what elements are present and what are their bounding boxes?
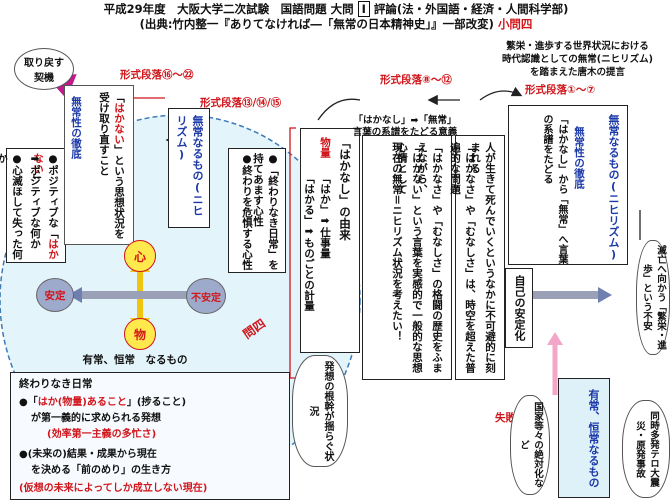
text-endless-daily: ●「終わりなき日常」を持てあます心性 [252, 153, 279, 270]
box-mujo-right: 無常なるもの(ニヒリズム) 「はかなし」から「無常」へ言葉の系譜をたどる 無常性… [508, 105, 628, 265]
bubble-recover-opportunity: 取り戻す 契機 [14, 48, 74, 90]
text-mae-nomeri: を決める「前のめり」の生き方 [31, 465, 171, 476]
box-universal-problem: 「はかなさ」や「むなしさ」の格闘の歴史をふまえながら、 「はかない」という言葉を… [362, 135, 452, 380]
text-mujo-teitei-left: 無常性の徹底 [70, 96, 82, 159]
box-yujo-right: 有常、恒常なるもの [558, 378, 610, 498]
note-kotoba-keifu: 「はかなし」➡「無常」 言葉の系譜をたどる意義 [352, 115, 458, 138]
text-hakanashi-origin: 「はかなし」の由来 [338, 137, 352, 241]
text-yujo-right: 有常、恒常なるもの [587, 389, 600, 488]
text-shaken-root: 発想の根幹が揺らぐ状況 [307, 361, 333, 461]
text-yujo-left: 有常、恒常 なるもの [82, 354, 188, 366]
text-future-result: ●(未来の)結果・成果から現在 [19, 449, 157, 460]
box-mujo-naru-left: 無常なるもの(ニヒリズム) [168, 108, 210, 228]
text-efficiency: (効率第一主義の多忙さ) [47, 429, 157, 440]
section-label-13-15: 形式段落⑬/⑭/⑮ [200, 97, 282, 109]
bubble-shaken-root: 発想の根幹が揺らぐ状況 [292, 355, 348, 467]
box-inevitable-life: 人が生きて死んでいくというなかに不可避的に刻まれる 「はかなさ」や「むなしさ」は… [449, 135, 505, 380]
text-mujo-naru-left: 無常なるもの(ニヒリズム) [175, 115, 204, 216]
subquestion-label: 小問四 [497, 17, 533, 31]
text-mujo-teitei-right: 無常性の徹底 [573, 126, 585, 189]
title-line-2: (出典:竹内整一『ありてなければ―「無常の日本精神史」』一部改変) 小問四 [0, 17, 672, 31]
box-hakanashi-origin: 「はかなし」の由来 物量 「はか」➡仕事量 「はかる」➡ものごとの計量 [300, 128, 360, 353]
text-kotoba-keifu-right: 「はかなし」から「無常」へ言葉の系譜をたどる [541, 114, 567, 264]
text-life-death: 人が生きて死んでいくというなかに不可避的に刻まれる [469, 142, 496, 373]
bubble-nation-absolutize: 国家等々の絶対化など [510, 395, 550, 495]
bubble-disasters: 同時多発テロ大震災・原発事故 [622, 400, 670, 498]
bubble-anxiety: 滅亡へ向かう「繁栄・進歩」という不安 [636, 240, 670, 355]
box-receive-again: 「はかない」という思想状況を受け取り直すこと 無常性の徹底 [64, 85, 134, 245]
text-anxiety: 滅亡へ向かう「繁栄・進歩」という不安 [641, 245, 666, 350]
section-label-1-7: 形式段落①～⑦ [525, 84, 596, 96]
text-first-priority: が第一義的に求められる発想 [31, 413, 161, 424]
circle-kokoro: 心 [124, 240, 156, 272]
text-self-stabilize: 自己の安定化 [513, 275, 526, 341]
box-positive-hakanai: ●ポジティブな「はかない」 ➡ポジティブな何か ●心滅ほして失った何か [0, 148, 66, 263]
text-keiryo: 「はかる」➡ものごとの計量 [303, 173, 315, 311]
text-hakanai-word: 「はかない」という言葉を実感的で一般的な思想心情として [396, 142, 423, 373]
box-endless-daily: ●「終わりなき日常」を持てあます心性 ●終わりを危惧する心性 [228, 148, 286, 273]
text-disasters: 同時多発テロ大震災・原発事故 [634, 411, 659, 487]
note-karaki-proposal: 繁栄・進歩する世界状況における 時代認識としての無常(ニヒリズム) を踏まえた唐… [502, 41, 653, 78]
title-line-1: 平成29年度 大阪大学二次試験 国語問題 大問 Ⅰ 評論(法・外国語・経済・人間… [0, 1, 672, 17]
source-text: (出典:竹内整一『ありてなければ―「無常の日本精神史」』一部改変) [139, 17, 494, 31]
text-haka-line: ●「はか(物量)あること」(捗ること) [19, 397, 187, 408]
text-shigoto: 「はか」➡仕事量 [319, 173, 331, 259]
title-subject: 評論(法・外国語・経済・人間科学部) [373, 2, 569, 16]
section-label-8-12: 形式段落⑧～⑫ [380, 74, 452, 86]
text-virtual-future: (仮想の未来によってしか成立しない現在) [19, 483, 208, 494]
text-positive-hakanai: ●ポジティブな「はかない」 [32, 153, 59, 260]
circle-fuantei: 不安定 [186, 278, 226, 314]
text-butsuryo: 物量 [319, 137, 331, 158]
text-timeless: 「はかなさ」や「むなしさ」は、時空を超えた普遍的な問題 [449, 142, 476, 373]
text-positive-something: ➡ポジティブな何か [29, 153, 41, 249]
section-label-16-22: 形式段落⑯～㉒ [120, 69, 194, 81]
text-mujo-naru-right: 無常なるもの(ニヒリズム) [607, 114, 620, 261]
text-nation-absolutize: 国家等々の絶対化など [518, 402, 543, 488]
box-endless-explanation: 終わりなき日常 ●「はか(物量)あること」(捗ること) が第一義的に求められる発… [10, 372, 290, 500]
circle-antei: 安定 [36, 278, 74, 312]
text-current-nihilism: 現在の無常＝ニヒリズム状況を考えたい！ [391, 142, 403, 342]
text-owarinaki: 終わりなき日常 [19, 378, 93, 390]
box-self-stabilize: 自己の安定化 [505, 268, 533, 348]
title-text: 平成29年度 大阪大学二次試験 国語問題 大問 [103, 2, 354, 16]
question-number-box: Ⅰ [357, 1, 370, 17]
text-fear-end: ●終わりを危惧する心性 [241, 153, 253, 270]
circle-mono: 物 [124, 318, 156, 350]
text-lost-something: ●心滅ほして失った何か [0, 153, 23, 260]
text-receive-again: 「はかない」という思想状況を受け取り直すこと [98, 92, 125, 239]
text-inevitable: 「はかなさ」や「むなしさ」の格闘の歴史をふまえながら、 [416, 142, 443, 373]
